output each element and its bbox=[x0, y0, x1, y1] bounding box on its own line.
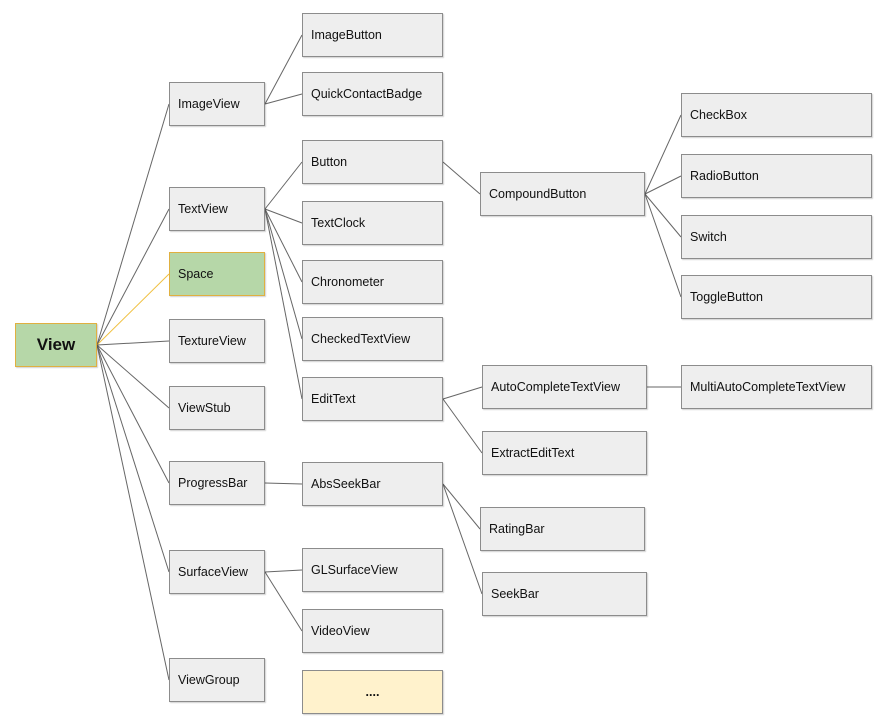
node-seekbar: SeekBar bbox=[482, 572, 647, 616]
edge-textview-to-button bbox=[264, 161, 303, 210]
edge-compoundbutton-to-switch bbox=[644, 193, 682, 238]
node-extractedittext: ExtractEditText bbox=[482, 431, 647, 475]
node-edittext: EditText bbox=[302, 377, 443, 421]
node-imagebutton: ImageButton bbox=[302, 13, 443, 57]
edge-surfaceview-to-glsurfaceview bbox=[264, 569, 303, 573]
node-checkbox: CheckBox bbox=[681, 93, 872, 137]
edge-compoundbutton-to-radiobutton bbox=[644, 175, 682, 195]
node-view: View bbox=[15, 323, 97, 367]
node-progressbar: ProgressBar bbox=[169, 461, 265, 505]
node-quickcontactbadge: QuickContactBadge bbox=[302, 72, 443, 116]
edge-textview-to-chronometer bbox=[264, 208, 303, 283]
edge-view-to-surfaceview bbox=[96, 344, 170, 573]
node-ratingbar: RatingBar bbox=[480, 507, 645, 551]
edge-button-to-compoundbutton bbox=[442, 161, 481, 195]
edge-absseekbar-to-seekbar bbox=[442, 483, 483, 595]
node-viewgroup: ViewGroup bbox=[169, 658, 265, 702]
node-videoview: VideoView bbox=[302, 609, 443, 653]
node-radiobutton: RadioButton bbox=[681, 154, 872, 198]
node-checkedtextview: CheckedTextView bbox=[302, 317, 443, 361]
node-chronometer: Chronometer bbox=[302, 260, 443, 304]
node-compoundbutton: CompoundButton bbox=[480, 172, 645, 216]
edge-edittext-to-autocompletetextview bbox=[442, 386, 483, 400]
node-textview: TextView bbox=[169, 187, 265, 231]
node-absseekbar: AbsSeekBar bbox=[302, 462, 443, 506]
node-more-subclasses: .... bbox=[302, 670, 443, 714]
edge-textview-to-textclock bbox=[264, 208, 303, 224]
edge-imageview-to-imagebutton bbox=[264, 34, 303, 105]
node-space: Space bbox=[169, 252, 265, 296]
edge-view-to-imageview bbox=[96, 103, 170, 346]
node-viewstub: ViewStub bbox=[169, 386, 265, 430]
edge-view-to-space bbox=[96, 273, 170, 346]
edge-edittext-to-extractedittext bbox=[442, 398, 483, 454]
node-glsurfaceview: GLSurfaceView bbox=[302, 548, 443, 592]
node-multiautocompletetextview: MultiAutoCompleteTextView bbox=[681, 365, 872, 409]
node-textureview: TextureView bbox=[169, 319, 265, 363]
node-autocompletetextview: AutoCompleteTextView bbox=[482, 365, 647, 409]
edge-view-to-textview bbox=[96, 208, 170, 346]
edge-view-to-viewstub bbox=[96, 344, 170, 409]
edge-view-to-textureview bbox=[96, 340, 170, 346]
edge-imageview-to-quickcontactbadge bbox=[264, 93, 303, 105]
edge-view-to-viewgroup bbox=[96, 344, 170, 681]
node-surfaceview: SurfaceView bbox=[169, 550, 265, 594]
edge-textview-to-checkedtextview bbox=[264, 208, 303, 340]
node-imageview: ImageView bbox=[169, 82, 265, 126]
edge-surfaceview-to-videoview bbox=[264, 571, 303, 632]
edge-compoundbutton-to-checkbox bbox=[644, 114, 682, 195]
node-switch: Switch bbox=[681, 215, 872, 259]
node-togglebutton: ToggleButton bbox=[681, 275, 872, 319]
edge-textview-to-edittext bbox=[264, 208, 303, 400]
edge-absseekbar-to-ratingbar bbox=[442, 483, 481, 530]
node-button: Button bbox=[302, 140, 443, 184]
node-textclock: TextClock bbox=[302, 201, 443, 245]
edge-progressbar-to-absseekbar bbox=[264, 482, 303, 485]
edge-view-to-progressbar bbox=[96, 344, 170, 484]
edge-compoundbutton-to-togglebutton bbox=[644, 193, 682, 298]
